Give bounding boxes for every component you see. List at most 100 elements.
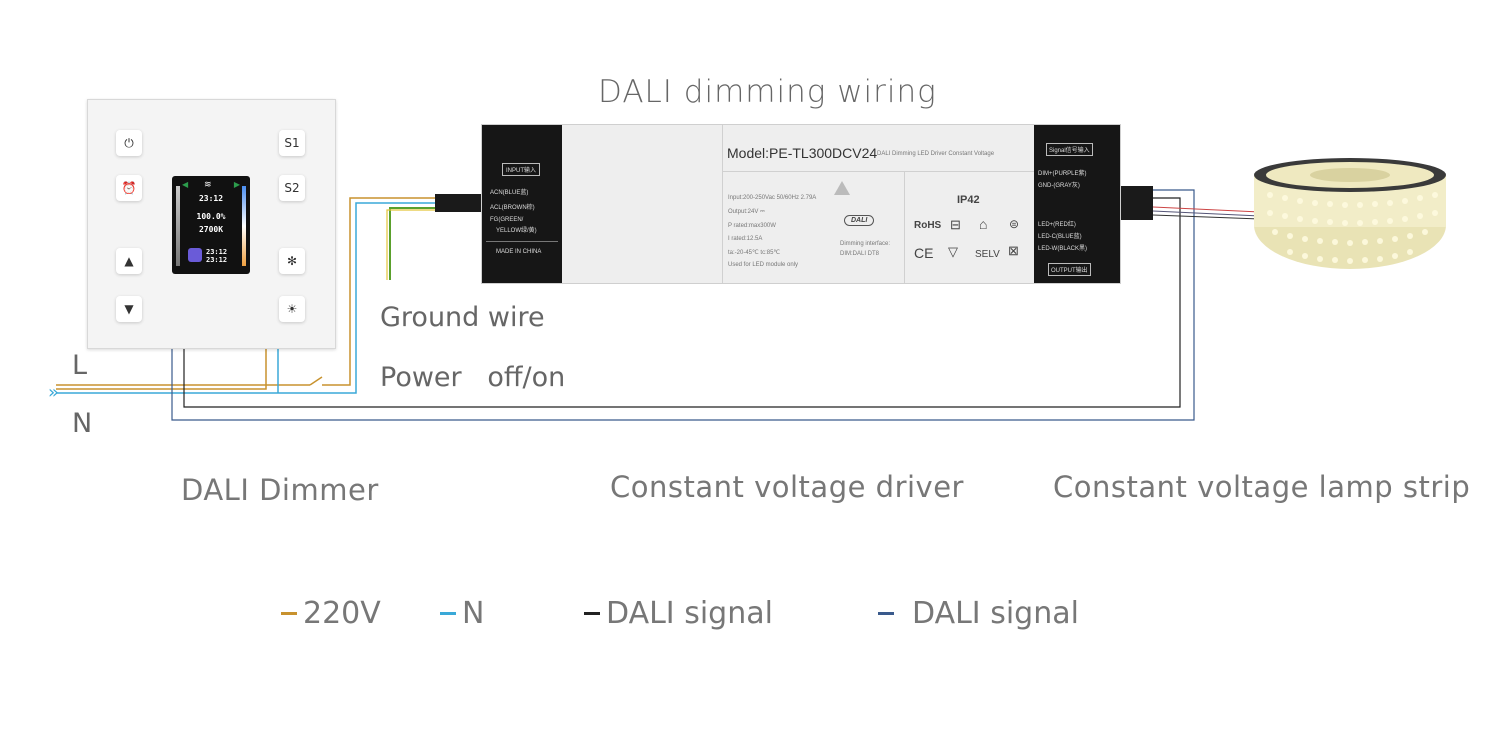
up-button[interactable]: ▲ bbox=[116, 248, 142, 274]
dimmer-screen: ◀ ▶ ≋ 23:12 100.0% 2700K 23:12 23:12 bbox=[172, 176, 250, 274]
legend-label-dali-2: DALI signal bbox=[912, 596, 1079, 631]
live-wire bbox=[56, 197, 437, 386]
power-switch-label: Power off/on bbox=[380, 362, 566, 393]
dim-plus-label: DIM+(PURPLE紫) bbox=[1038, 171, 1087, 177]
alarm-clock-icon: ⏰ bbox=[121, 181, 137, 195]
l-connector-symbol: » bbox=[48, 382, 59, 403]
class-ii-icon: ⊟ bbox=[950, 217, 961, 232]
dimmer-caption: DALI Dimmer bbox=[181, 473, 379, 507]
ground-wire-label: Ground wire bbox=[380, 302, 545, 333]
led-c-label: LED-C(BLUE蓝) bbox=[1038, 234, 1082, 240]
spec-temp: ta:-20-45℃ tc:85℃ bbox=[728, 250, 781, 256]
output-label: OUTPUT输出 bbox=[1048, 263, 1091, 276]
selv-mark: SELV bbox=[975, 249, 1000, 260]
gnd-label: GND-(GRAY灰) bbox=[1038, 183, 1080, 189]
lamp-icon: ⊜ bbox=[1009, 217, 1020, 231]
screen-time: 23:12 bbox=[198, 194, 224, 203]
signal-label: Signal信号输入 bbox=[1046, 143, 1093, 156]
s1-button[interactable]: S1 bbox=[279, 130, 305, 156]
legend-item-dali-signal-1: DALI signal bbox=[584, 596, 773, 631]
output-connector bbox=[1117, 186, 1153, 220]
dali-badge: DALI bbox=[844, 215, 875, 226]
driver-output-panel: Signal信号输入 DIM+(PURPLE紫) GND-(GRAY灰) LED… bbox=[1034, 125, 1120, 283]
driver-model: Model:PE-TL300DCV24 bbox=[727, 145, 878, 161]
s2-button[interactable]: S2 bbox=[279, 175, 305, 201]
legend-swatch-dali-2 bbox=[878, 612, 894, 615]
led-w-label: LED-W(BLACK黑) bbox=[1038, 246, 1088, 252]
led-strip-reel bbox=[1254, 158, 1446, 269]
ip-rating: IP42 bbox=[957, 194, 980, 206]
acn-label: ACN(BLUE蓝) bbox=[490, 190, 529, 196]
power-icon: ⏻ bbox=[124, 135, 134, 150]
fg-label-2: YELLOW绿/黄) bbox=[496, 228, 537, 234]
indoor-use-icon: ⌂ bbox=[979, 216, 988, 232]
spec-usage: Used for LED module only bbox=[728, 262, 799, 268]
dali-signal-wire-2 bbox=[171, 189, 1195, 421]
acl-label: ACL(BROWN棕) bbox=[490, 205, 535, 211]
alarm-button[interactable]: ⏰ bbox=[116, 175, 142, 201]
divider bbox=[486, 241, 558, 242]
legend-label-dali-1: DALI signal bbox=[606, 596, 773, 631]
driver-input-panel: INPUT输入 ACN(BLUE蓝) ACL(BROWN棕) FG(GREEN/… bbox=[482, 125, 562, 283]
neutral-label: N bbox=[72, 408, 93, 439]
ground-wire bbox=[389, 207, 437, 280]
legend-swatch-n bbox=[440, 612, 456, 615]
right-arrow-icon: ▶ bbox=[233, 180, 240, 189]
legend-swatch-220v bbox=[281, 612, 297, 615]
cct-bar bbox=[242, 186, 246, 266]
legend-label-220v: 220V bbox=[303, 596, 381, 631]
rohs-mark: RoHS bbox=[914, 220, 942, 231]
left-arrow-icon: ◀ bbox=[182, 180, 189, 189]
arrow-up-icon: ▲ bbox=[124, 254, 134, 268]
divider bbox=[722, 125, 723, 283]
driver-caption: Constant voltage driver bbox=[610, 470, 964, 504]
legend-item-n: N bbox=[440, 596, 484, 631]
made-in-china: MADE IN CHINA bbox=[496, 249, 542, 255]
wifi-icon: ≋ bbox=[204, 179, 212, 189]
ce-mark: CE bbox=[914, 245, 934, 261]
brightness-bar bbox=[176, 186, 180, 266]
scene-icon bbox=[188, 248, 202, 262]
power-button[interactable]: ⏻ bbox=[116, 130, 142, 156]
switch-symbol bbox=[309, 376, 323, 386]
legend-swatch-dali-1 bbox=[584, 612, 600, 615]
constant-voltage-driver: INPUT输入 ACN(BLUE蓝) ACL(BROWN棕) FG(GREEN/… bbox=[481, 124, 1121, 284]
divider bbox=[904, 171, 905, 283]
dali-dimmer-panel: ⏻ S1 ⏰ S2 ▲ ✻ ▼ ☀ ◀ ▶ ≋ 23:12 100.0% 270… bbox=[87, 99, 336, 349]
triangle-logo-icon bbox=[834, 181, 850, 195]
dimming-interface: Dimming interface: bbox=[840, 241, 891, 247]
live-label: L bbox=[72, 350, 88, 381]
input-label: INPUT输入 bbox=[502, 163, 541, 176]
input-cable-plug bbox=[435, 194, 483, 212]
brightness-button[interactable]: ☀ bbox=[279, 296, 305, 322]
diagram-title: DALI dimming wiring bbox=[598, 74, 937, 110]
fg-label: FG(GREEN/ bbox=[490, 217, 524, 223]
screen-schedule-time-1: 23:12 bbox=[206, 248, 228, 256]
spec-current: I rated:12.5A bbox=[728, 236, 763, 242]
arrow-down-icon: ▼ bbox=[124, 302, 134, 316]
spec-input: Input:200-250Vac 50/60Hz 2.79A bbox=[728, 195, 817, 201]
screen-schedule-time-2: 23:12 bbox=[206, 256, 228, 264]
strip-caption: Constant voltage lamp strip bbox=[1053, 470, 1471, 504]
output-cable-black bbox=[1152, 214, 1261, 220]
output-cable-red bbox=[1152, 206, 1261, 213]
screen-cct: 2700K bbox=[198, 225, 224, 234]
snowflake-icon: ✻ bbox=[286, 254, 298, 268]
ground-wire-stripe bbox=[386, 209, 437, 280]
down-button[interactable]: ▼ bbox=[116, 296, 142, 322]
neutral-wire bbox=[56, 202, 437, 394]
sun-icon: ☀ bbox=[286, 302, 298, 316]
weee-bin-icon: ⊠ bbox=[1008, 243, 1019, 258]
fire-safety-icon: ▽ bbox=[948, 244, 958, 259]
dimming-interface-type: DIM:DALI DT8 bbox=[840, 251, 880, 257]
led-plus-label: LED+(RED红) bbox=[1038, 222, 1076, 228]
divider bbox=[722, 171, 1034, 172]
screen-brightness: 100.0% bbox=[196, 212, 226, 221]
driver-description: DALI Dimming LED Driver Constant Voltage bbox=[877, 151, 995, 157]
cool-light-button[interactable]: ✻ bbox=[279, 248, 305, 274]
dali-signal-wire-1 bbox=[183, 197, 1181, 408]
legend-item-dali-signal-2: DALI signal bbox=[878, 596, 1079, 631]
legend-label-n: N bbox=[462, 596, 485, 631]
spec-output: Output:24V ⎓ bbox=[728, 209, 765, 215]
